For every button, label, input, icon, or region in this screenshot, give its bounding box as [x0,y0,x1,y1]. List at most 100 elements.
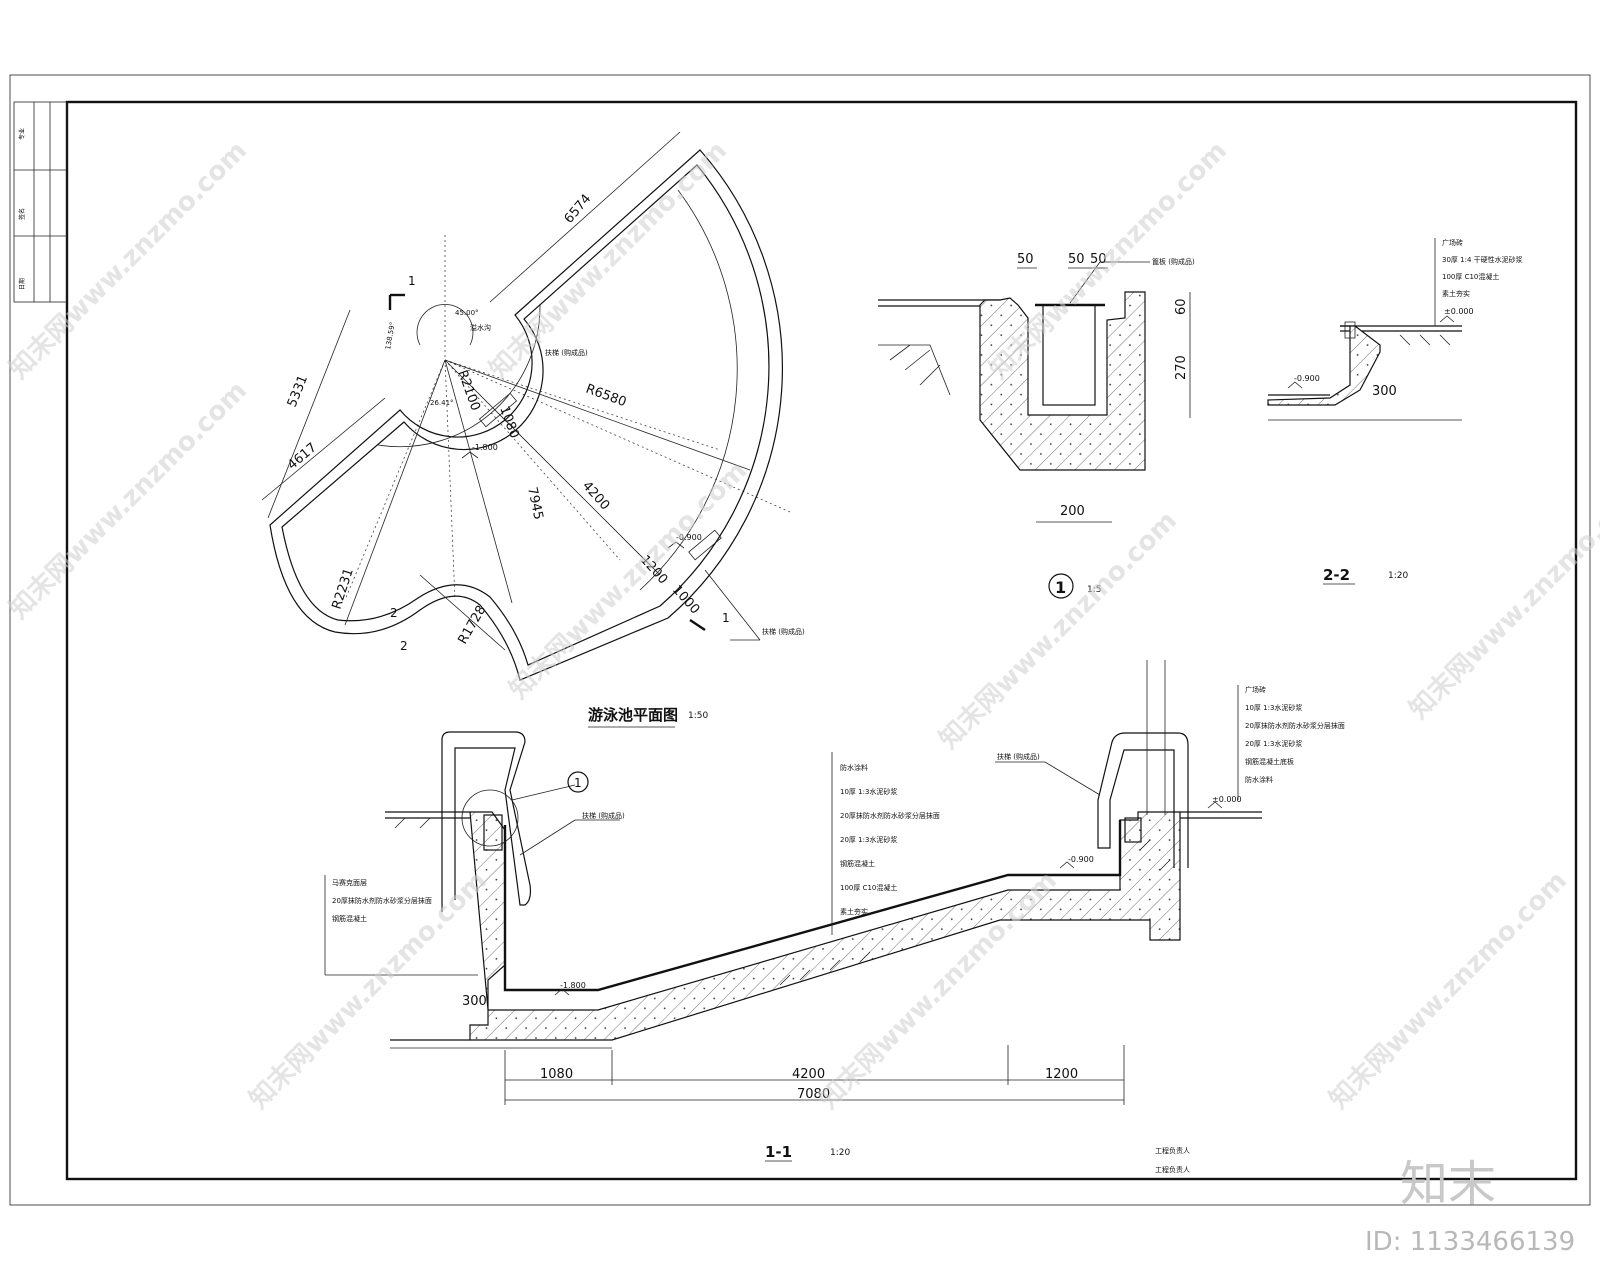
section11-note-c5: 钢筋混凝土 [840,859,875,868]
section22-note-1: 广场砖 [1442,238,1463,247]
pool-plan: 6574 5331 4617 R6580 R2100 1080 7945 420… [261,131,805,728]
detail1-dim-50c: 50 [1090,252,1107,267]
plan-scale: 1:50 [688,711,708,721]
section11-dim-300: 300 [462,994,487,1009]
section22-title: 2-2 [1323,566,1350,584]
inner-border [65,100,1578,1181]
section11-pool-shell [469,811,1181,1041]
watermark-text-6: 知末网www.znzmo.com [934,506,1183,755]
section11-note-c1: 防水涂料 [840,763,868,772]
watermark-text-9: 知末网www.znzmo.com [814,866,1063,1115]
detail1-dim-50a: 50 [1017,252,1034,267]
watermark-text-7: 知末网www.znzmo.com [1404,476,1600,725]
section11-gutter-right [1124,817,1142,843]
dim-7945: 7945 [524,486,546,521]
section-2-2: 广场砖 30厚 1:4 干硬性水泥砂浆 100厚 C10混凝土 素土夯实 ±0.… [1267,238,1523,585]
outer-border [9,74,1591,1206]
detail1-callout-number: 1 [1055,578,1066,597]
section11-note-r5: 钢筋混凝土底板 [1245,757,1294,766]
angle-45: 45.00° [455,309,479,317]
section11-level-mid: -0.900 [1068,855,1094,864]
plan-note-ladder-top: 扶梯 (购成品) [545,348,588,357]
section22-dim-300: 300 [1372,384,1397,399]
section11-ladder-left-label: 扶梯 (购成品) [582,811,625,820]
section11-note-r1: 广场砖 [1245,685,1266,694]
plan-title: 游泳池平面图 [588,706,678,724]
section-mark-1-bottom: 1 [722,611,730,625]
section-mark-2b: 2 [400,639,408,653]
title-block-cell-2: 签名 [18,208,26,220]
watermark-text-2: 知末网www.znzmo.com [484,136,733,385]
section11-ladder-right-label: 扶梯 (购成品) [997,752,1040,761]
detail1-scale: 1:5 [1087,585,1101,595]
plan-note-overflow: 溢水沟 [470,323,491,332]
section11-dim-4200: 4200 [792,1067,825,1082]
detail-1: 50 50 50 60 270 200 篦板 (购成品) 1 1:5 [878,252,1195,599]
angle-138: 138.59° [384,321,397,350]
section22-note-4: 素土夯实 [1442,289,1470,298]
section22-wall [1267,325,1381,406]
section-mark-1-top: 1 [408,274,416,288]
plan-ladder-bottom [688,529,722,561]
section11-title: 1-1 [765,1143,792,1161]
detail1-dim-50b: 50 [1068,252,1085,267]
section11-note-l2: 20厚抹防水剂防水砂浆分层抹面 [332,896,432,905]
detail1-callout-circle [1048,573,1074,599]
title-block: 专业 签名 日期 [13,101,68,303]
detail1-dim-270: 270 [1174,355,1189,380]
section11-note-l3: 钢筋混凝土 [332,914,367,923]
plan-ladder-top [478,392,518,428]
section11-note-c3: 20厚抹防水剂防水砂浆分层抹面 [840,811,940,820]
detail1-dim-60: 60 [1174,298,1189,315]
section11-dim-1080: 1080 [540,1067,573,1082]
detail1-dim-200: 200 [1060,504,1085,519]
section22-scale: 1:20 [1388,571,1408,581]
section11-note-r4: 20厚 1:3水泥砂浆 [1245,739,1302,748]
section11-note-r6: 防水涂料 [1245,775,1273,784]
detail1-grate-label: 篦板 (购成品) [1152,257,1195,266]
pool-outline-outer [269,149,784,681]
pool-outline-inner [281,164,770,666]
dim-4200: 4200 [579,479,612,514]
section11-ladder-left [441,731,532,912]
section22-level-low: -0.900 [1294,374,1320,383]
section11-note-c4: 20厚 1:3水泥砂浆 [840,835,897,844]
section11-note-c7: 素土夯实 [840,907,868,916]
dim-1080: 1080 [496,404,521,440]
brand-logo-text: 知末 [1400,1156,1496,1212]
dim-6574: 6574 [562,192,595,227]
section11-note-c6: 100厚 C10混凝土 [840,883,897,892]
watermark-text-4: 知末网www.znzmo.com [4,376,253,625]
section22-note-3: 100厚 C10混凝土 [1442,272,1499,281]
section11-dim-1200: 1200 [1045,1067,1078,1082]
title-block-cell-1: 专业 [18,128,26,140]
section11-note-c2: 10厚 1:3水泥砂浆 [840,787,897,796]
section22-note-2: 30厚 1:4 干硬性水泥砂浆 [1442,255,1523,264]
watermark-text-10: 知末网www.znzmo.com [1324,866,1573,1115]
section11-level-zero: ±0.000 [1212,795,1242,804]
section22-level-zero: ±0.000 [1444,307,1474,316]
section11-note-r3: 20厚抹防水剂防水砂浆分层抹面 [1245,721,1345,730]
section-mark-2a: 2 [390,606,398,620]
watermark-text-1: 知末网www.znzmo.com [4,136,253,385]
image-id: ID: 1133466139 [1365,1227,1575,1257]
angle-26: 26.41° [430,399,454,407]
signature-line-2: 工程负责人 [1155,1165,1190,1174]
section11-note-r2: 10厚 1:3水泥砂浆 [1245,703,1302,712]
signature-line-1: 工程负责人 [1155,1146,1190,1155]
dim-r6580: R6580 [584,382,629,411]
section11-dim-7080: 7080 [797,1087,830,1102]
section11-callout-number: 1 [574,776,582,790]
plan-level-low: -1.800 [472,443,498,452]
section11-note-l1: 马赛克面层 [332,878,367,887]
plan-note-ladder-bottom: 扶梯 (购成品) [762,627,805,636]
section11-ladder-right [1097,732,1189,868]
dim-5331: 5331 [285,373,311,409]
section11-callout-circle [567,771,589,793]
dim-r1728: R1728 [455,603,489,647]
section-1-1: 1 -1.800 -0.900 ±0.000 扶梯 (购成品) 扶梯 (购成品)… [324,660,1345,1162]
section11-level-low: -1.800 [560,981,586,990]
detail1-gutter-concrete [979,291,1146,471]
title-block-cell-3: 日期 [18,278,26,290]
